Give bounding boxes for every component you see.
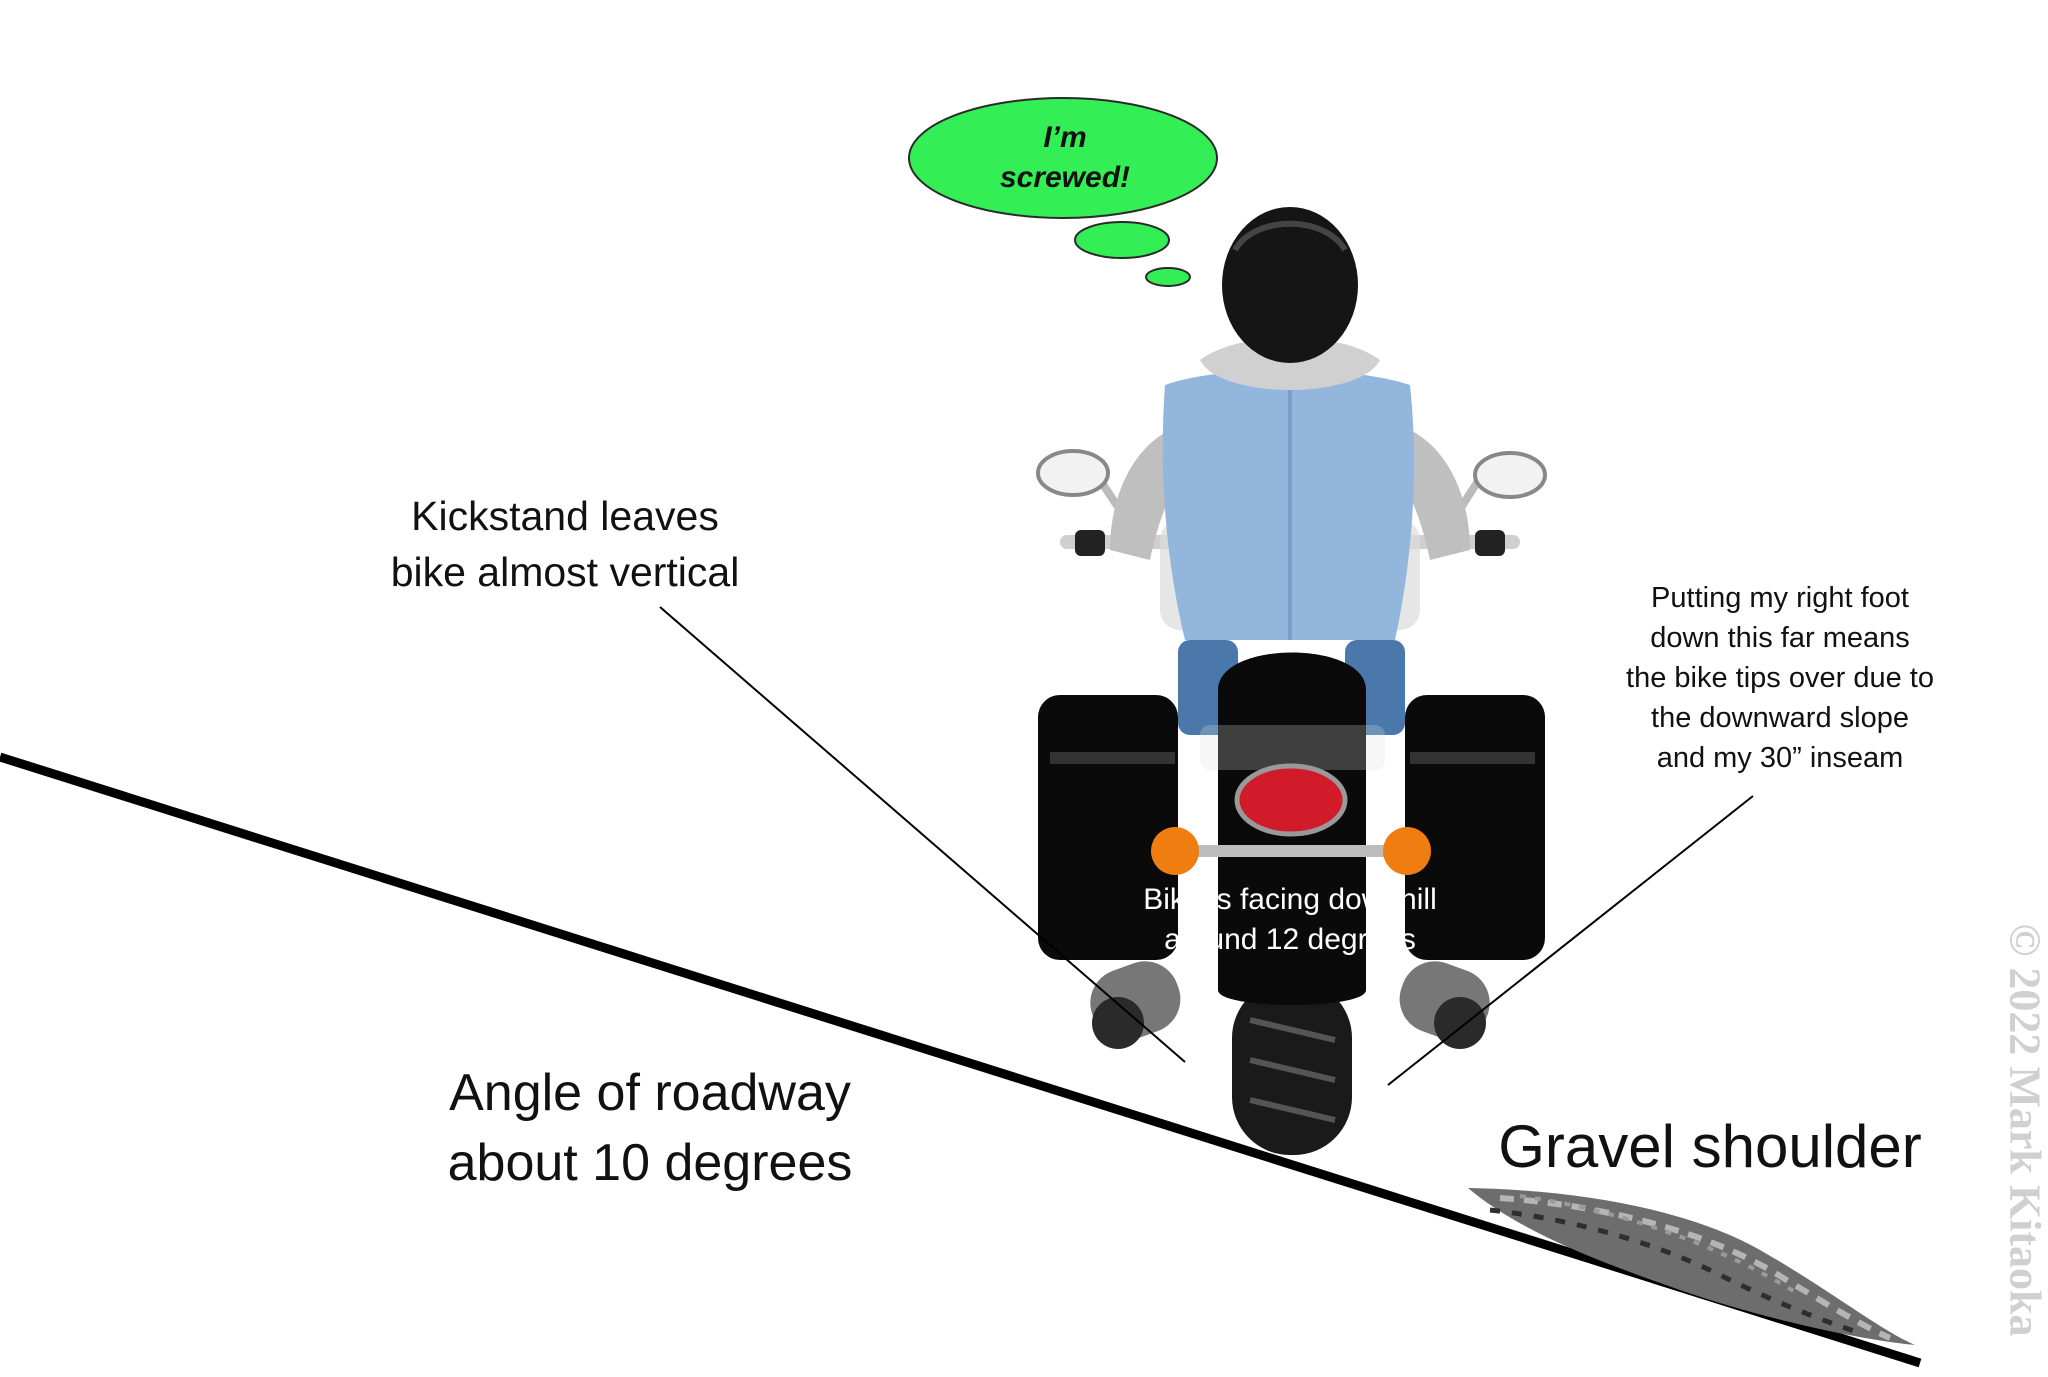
thought-bubble xyxy=(908,97,1218,287)
right-foot-label: Putting my right foot down this far mean… xyxy=(1626,582,1934,774)
motorcycle-rider-illustration xyxy=(1036,207,1547,1155)
gravel-shoulder-label: Gravel shoulder xyxy=(1498,1113,1922,1180)
right-foot-leader-line xyxy=(1387,795,1754,1086)
helmet xyxy=(1222,207,1358,363)
thought-text: I’m screwed! xyxy=(999,121,1131,194)
kickstand-leader-line xyxy=(659,606,1186,1063)
gravel-patch xyxy=(1468,1188,1915,1345)
right-turn-signal xyxy=(1383,827,1431,875)
roadway-angle-label: Angle of roadway about 10 degrees xyxy=(447,1064,853,1192)
facing-downhill-label: Bike is facing downhill around 12 degree… xyxy=(1143,883,1437,956)
roadway-line xyxy=(0,752,1922,1368)
copyright-text: © 2022 Mark Kitaoka xyxy=(2000,923,2048,1337)
left-turn-signal xyxy=(1151,827,1199,875)
exhaust-pipes xyxy=(1090,961,1490,1049)
kickstand-label: Kickstand leaves bike almost vertical xyxy=(390,493,740,595)
tail-light xyxy=(1234,763,1348,837)
